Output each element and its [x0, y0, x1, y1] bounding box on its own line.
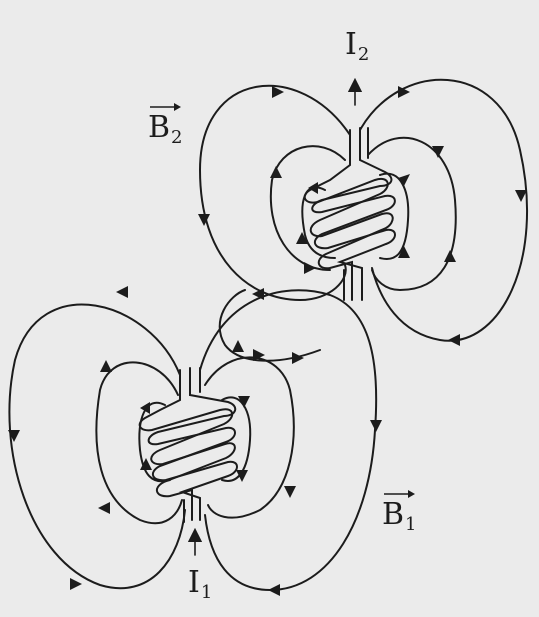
coil1-field-loop-left-outer [8, 303, 186, 590]
label-i1-symbol: I [188, 565, 200, 600]
label-i2-symbol: I [345, 27, 357, 62]
arrowhead [140, 402, 150, 414]
label-i1: I1 [188, 565, 212, 602]
arrowhead [398, 246, 410, 258]
label-b2-subscript: 2 [171, 127, 183, 148]
arrowhead [370, 420, 382, 432]
arrowhead [8, 430, 20, 442]
label-b1-symbol: B [382, 497, 405, 532]
label-i2: I2 [345, 27, 369, 64]
arrowhead [292, 352, 304, 364]
arrowhead [270, 166, 282, 178]
coil1-helix [138, 367, 238, 523]
arrowhead [296, 232, 308, 244]
arrowhead [70, 578, 82, 590]
coil2-field-loop-right-outer [359, 78, 528, 342]
arrowhead [308, 182, 318, 194]
connecting-field-loop [218, 289, 321, 362]
coil2-helix [303, 127, 396, 301]
arrowhead [515, 190, 527, 202]
arrowhead [284, 486, 296, 498]
arrowhead [448, 334, 460, 346]
coil1-field-loop-right-inner [204, 356, 295, 519]
coil1-field-loop-right-outer [199, 289, 378, 592]
arrowhead [100, 360, 112, 372]
arrowhead [252, 288, 264, 300]
field-direction-arrows [8, 86, 527, 596]
arrowhead [198, 214, 210, 226]
vector-arrow-icon [150, 103, 181, 111]
label-b2-symbol: B [148, 110, 171, 145]
arrowhead [304, 262, 316, 274]
arrowhead [232, 340, 244, 352]
arrowhead [444, 250, 456, 262]
label-b2: B2 [148, 103, 183, 147]
coil2-field-loop-right-inner [367, 136, 457, 292]
arrowhead [98, 502, 110, 514]
label-i2-subscript: 2 [357, 44, 370, 65]
arrowhead [116, 286, 128, 298]
label-i1-subscript: 1 [200, 582, 213, 603]
coil1-field-loop-left-inner [95, 361, 183, 525]
arrowhead [140, 458, 152, 470]
label-b1-subscript: 1 [405, 514, 417, 535]
arrowhead [253, 349, 265, 361]
label-b1: B1 [382, 490, 417, 534]
arrowhead [432, 146, 444, 158]
coil1-field-loop-left-small [138, 401, 171, 483]
arrowhead [398, 86, 410, 98]
arrowhead [398, 174, 410, 186]
arrowhead [268, 584, 280, 596]
coil2-field-loop-right-small [379, 172, 410, 260]
arrowhead [236, 470, 248, 482]
coil1-field-loop-right-small [221, 396, 252, 482]
arrowhead [238, 396, 250, 408]
arrowhead [272, 86, 284, 98]
coil2-field-loop-left-inner [269, 145, 346, 271]
vector-arrow-icon [384, 490, 415, 498]
